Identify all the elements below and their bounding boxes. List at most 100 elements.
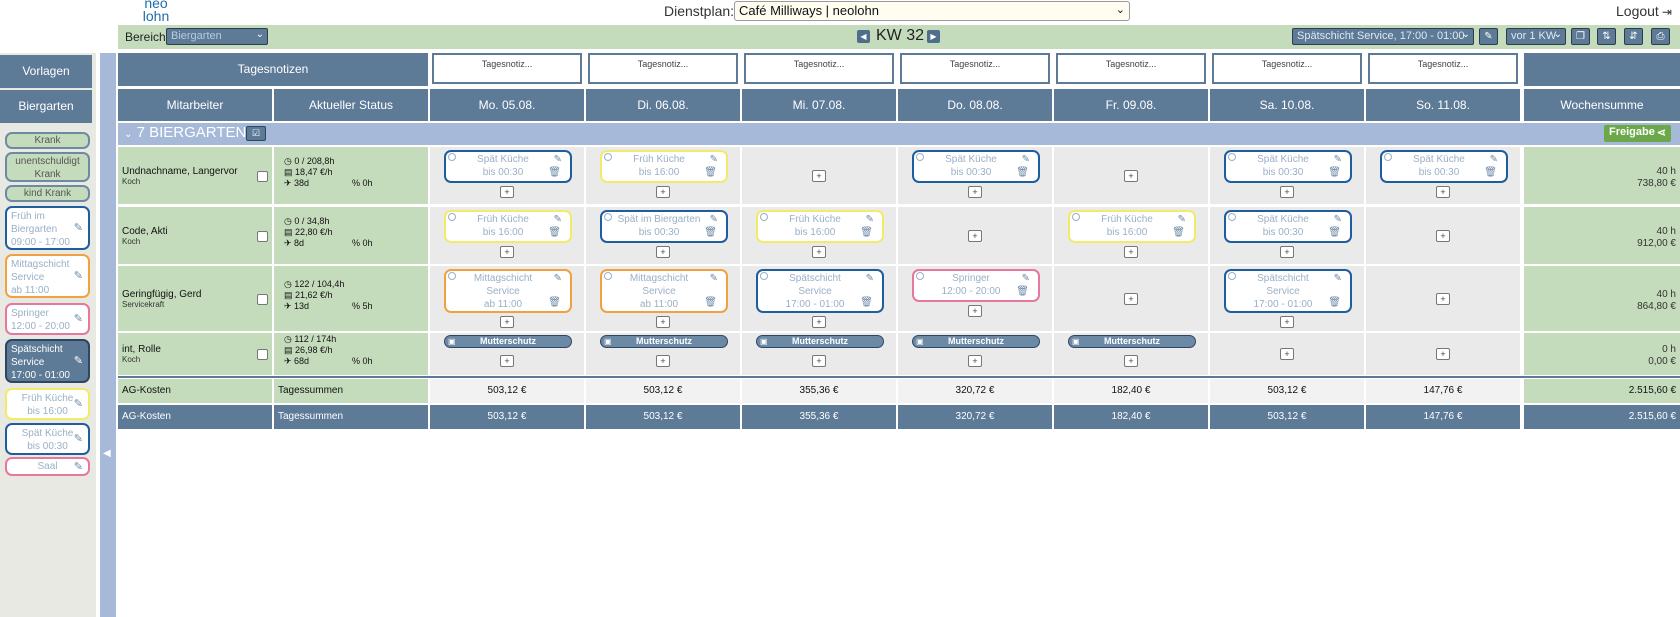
trash-icon[interactable]: 🗑 xyxy=(1328,227,1341,238)
select-circle-icon[interactable] xyxy=(1228,153,1236,161)
edit-icon[interactable]: ✎ xyxy=(553,154,562,165)
template-springer[interactable]: Springer 12:00 - 20:00 ✎ xyxy=(5,303,90,335)
trash-icon[interactable]: 🗑 xyxy=(1016,286,1029,297)
add-shift-button[interactable]: + xyxy=(968,229,982,242)
day-note-input[interactable]: Tagesnotiz... xyxy=(1368,53,1518,84)
add-shift-button[interactable]: + xyxy=(968,355,982,367)
trash-icon[interactable]: 🗑 xyxy=(860,227,873,238)
trash-icon[interactable]: 🗑 xyxy=(704,167,717,178)
add-shift-button[interactable]: + xyxy=(656,246,670,258)
add-shift-button[interactable]: + xyxy=(1280,246,1294,258)
trash-icon[interactable]: 🗑 xyxy=(1172,227,1185,238)
add-shift-button[interactable]: + xyxy=(812,246,826,258)
edit-icon[interactable]: ✎ xyxy=(1021,154,1030,165)
biergarten-button[interactable]: Biergarten xyxy=(0,90,92,123)
trash-icon[interactable]: 🗑 xyxy=(548,167,561,178)
add-shift-button[interactable]: + xyxy=(656,355,670,367)
trash-icon[interactable]: 🗑 xyxy=(548,227,561,238)
select-circle-icon[interactable] xyxy=(1228,272,1236,280)
select-circle-icon[interactable] xyxy=(760,213,768,221)
employee-checkbox[interactable] xyxy=(257,170,268,182)
add-shift-button[interactable]: + xyxy=(1124,355,1138,367)
collapse-icon[interactable]: ⌄ xyxy=(124,129,133,140)
sort-asc-icon[interactable]: ⇅ xyxy=(1597,28,1616,45)
select-circle-icon[interactable] xyxy=(604,272,612,280)
employee-name[interactable]: int, Rolle xyxy=(122,344,161,355)
select-circle-icon[interactable] xyxy=(448,213,456,221)
add-shift-button[interactable]: + xyxy=(1436,348,1450,360)
absence-pill[interactable]: ▣Mutterschutz xyxy=(912,335,1040,348)
add-shift-button[interactable]: + xyxy=(1280,186,1294,198)
add-shift-button[interactable]: + xyxy=(812,316,826,328)
employee-name[interactable]: Undnachname, Langervor xyxy=(122,165,238,177)
edit-icon[interactable]: ✎ xyxy=(1333,214,1342,225)
select-circle-icon[interactable] xyxy=(448,153,456,161)
add-shift-button[interactable]: + xyxy=(968,305,982,317)
add-shift-button[interactable]: + xyxy=(812,169,826,182)
next-week-button[interactable]: ▶ xyxy=(927,30,940,43)
edit-icon[interactable]: ✎ xyxy=(73,460,83,473)
add-shift-button[interactable]: + xyxy=(1124,169,1138,182)
employee-name[interactable]: Geringfügig, Gerd xyxy=(122,288,202,300)
edit-icon[interactable]: ✎ xyxy=(1333,154,1342,165)
template-saal[interactable]: Saal ✎ xyxy=(5,457,90,476)
day-note-input[interactable]: Tagesnotiz... xyxy=(744,53,894,84)
add-shift-button[interactable]: + xyxy=(656,186,670,198)
add-shift-button[interactable]: + xyxy=(500,316,514,328)
select-circle-icon[interactable] xyxy=(916,153,924,161)
day-note-input[interactable]: Tagesnotiz... xyxy=(900,53,1050,84)
copy-icon[interactable]: ❐ xyxy=(1571,28,1590,45)
edit-icon[interactable]: ✎ xyxy=(1489,154,1498,165)
add-shift-button[interactable]: + xyxy=(500,355,514,367)
select-circle-icon[interactable] xyxy=(760,272,768,280)
edit-icon[interactable]: ✎ xyxy=(553,273,562,284)
sort-desc-icon[interactable]: ⇵ xyxy=(1624,28,1643,45)
week-select[interactable]: vor 1 KW ⌄ xyxy=(1506,28,1566,45)
edit-icon[interactable]: ✎ xyxy=(709,154,718,165)
edit-icon[interactable]: ✎ xyxy=(553,214,562,225)
add-shift-button[interactable]: + xyxy=(1280,316,1294,328)
trash-icon[interactable]: 🗑 xyxy=(860,297,873,308)
trash-icon[interactable]: 🗑 xyxy=(1016,167,1029,178)
edit-icon[interactable]: ✎ xyxy=(73,222,83,234)
edit-icon[interactable]: ✎ xyxy=(1333,273,1342,284)
trash-icon[interactable]: 🗑 xyxy=(1328,167,1341,178)
absence-pill[interactable]: ▣Mutterschutz xyxy=(1068,335,1196,348)
add-shift-button[interactable]: + xyxy=(500,186,514,198)
add-shift-button[interactable]: + xyxy=(1436,292,1450,305)
add-shift-button[interactable]: + xyxy=(656,316,670,328)
day-note-input[interactable]: Tagesnotiz... xyxy=(1056,53,1206,84)
edit-icon[interactable]: ✎ xyxy=(73,355,83,367)
template-spaetschicht[interactable]: Spätschicht Service 17:00 - 01:00 ✎ xyxy=(5,339,90,383)
status-unentschuldigt[interactable]: unentschuldigt Krank xyxy=(5,152,90,182)
day-note-input[interactable]: Tagesnotiz... xyxy=(432,53,582,84)
edit-icon[interactable]: ✎ xyxy=(709,273,718,284)
bereich-select[interactable]: Biergarten ⌄ xyxy=(166,28,268,45)
select-circle-icon[interactable] xyxy=(1384,153,1392,161)
freigabe-button[interactable]: Freigabe ⋖ xyxy=(1604,125,1671,142)
vorlagen-button[interactable]: Vorlagen xyxy=(0,55,92,88)
edit-icon[interactable]: ✎ xyxy=(709,214,718,225)
select-circle-icon[interactable] xyxy=(1072,213,1080,221)
template-mittagschicht[interactable]: Mittagschicht Service ab 11:00 ✎ xyxy=(5,254,90,298)
template-frueh-biergarten[interactable]: Früh im Biergarten 09:00 - 17:00 ✎ xyxy=(5,206,90,250)
add-shift-button[interactable]: + xyxy=(968,186,982,198)
schedule-select[interactable]: Spätschicht Service, 17:00 - 01:00 ⌄ xyxy=(1292,28,1474,45)
status-krank[interactable]: Krank xyxy=(5,132,90,149)
template-spaet-kueche[interactable]: Spät Küche bis 00:30 ✎ xyxy=(5,423,90,455)
add-shift-button[interactable]: + xyxy=(500,246,514,258)
add-shift-button[interactable]: + xyxy=(1436,229,1450,242)
edit-icon[interactable]: ✎ xyxy=(73,433,83,445)
trash-icon[interactable]: 🗑 xyxy=(1484,167,1497,178)
sidebar-toggle[interactable]: ◀ xyxy=(100,53,116,617)
day-note-input[interactable]: Tagesnotiz... xyxy=(588,53,738,84)
absence-pill[interactable]: ▣Mutterschutz xyxy=(444,335,572,348)
